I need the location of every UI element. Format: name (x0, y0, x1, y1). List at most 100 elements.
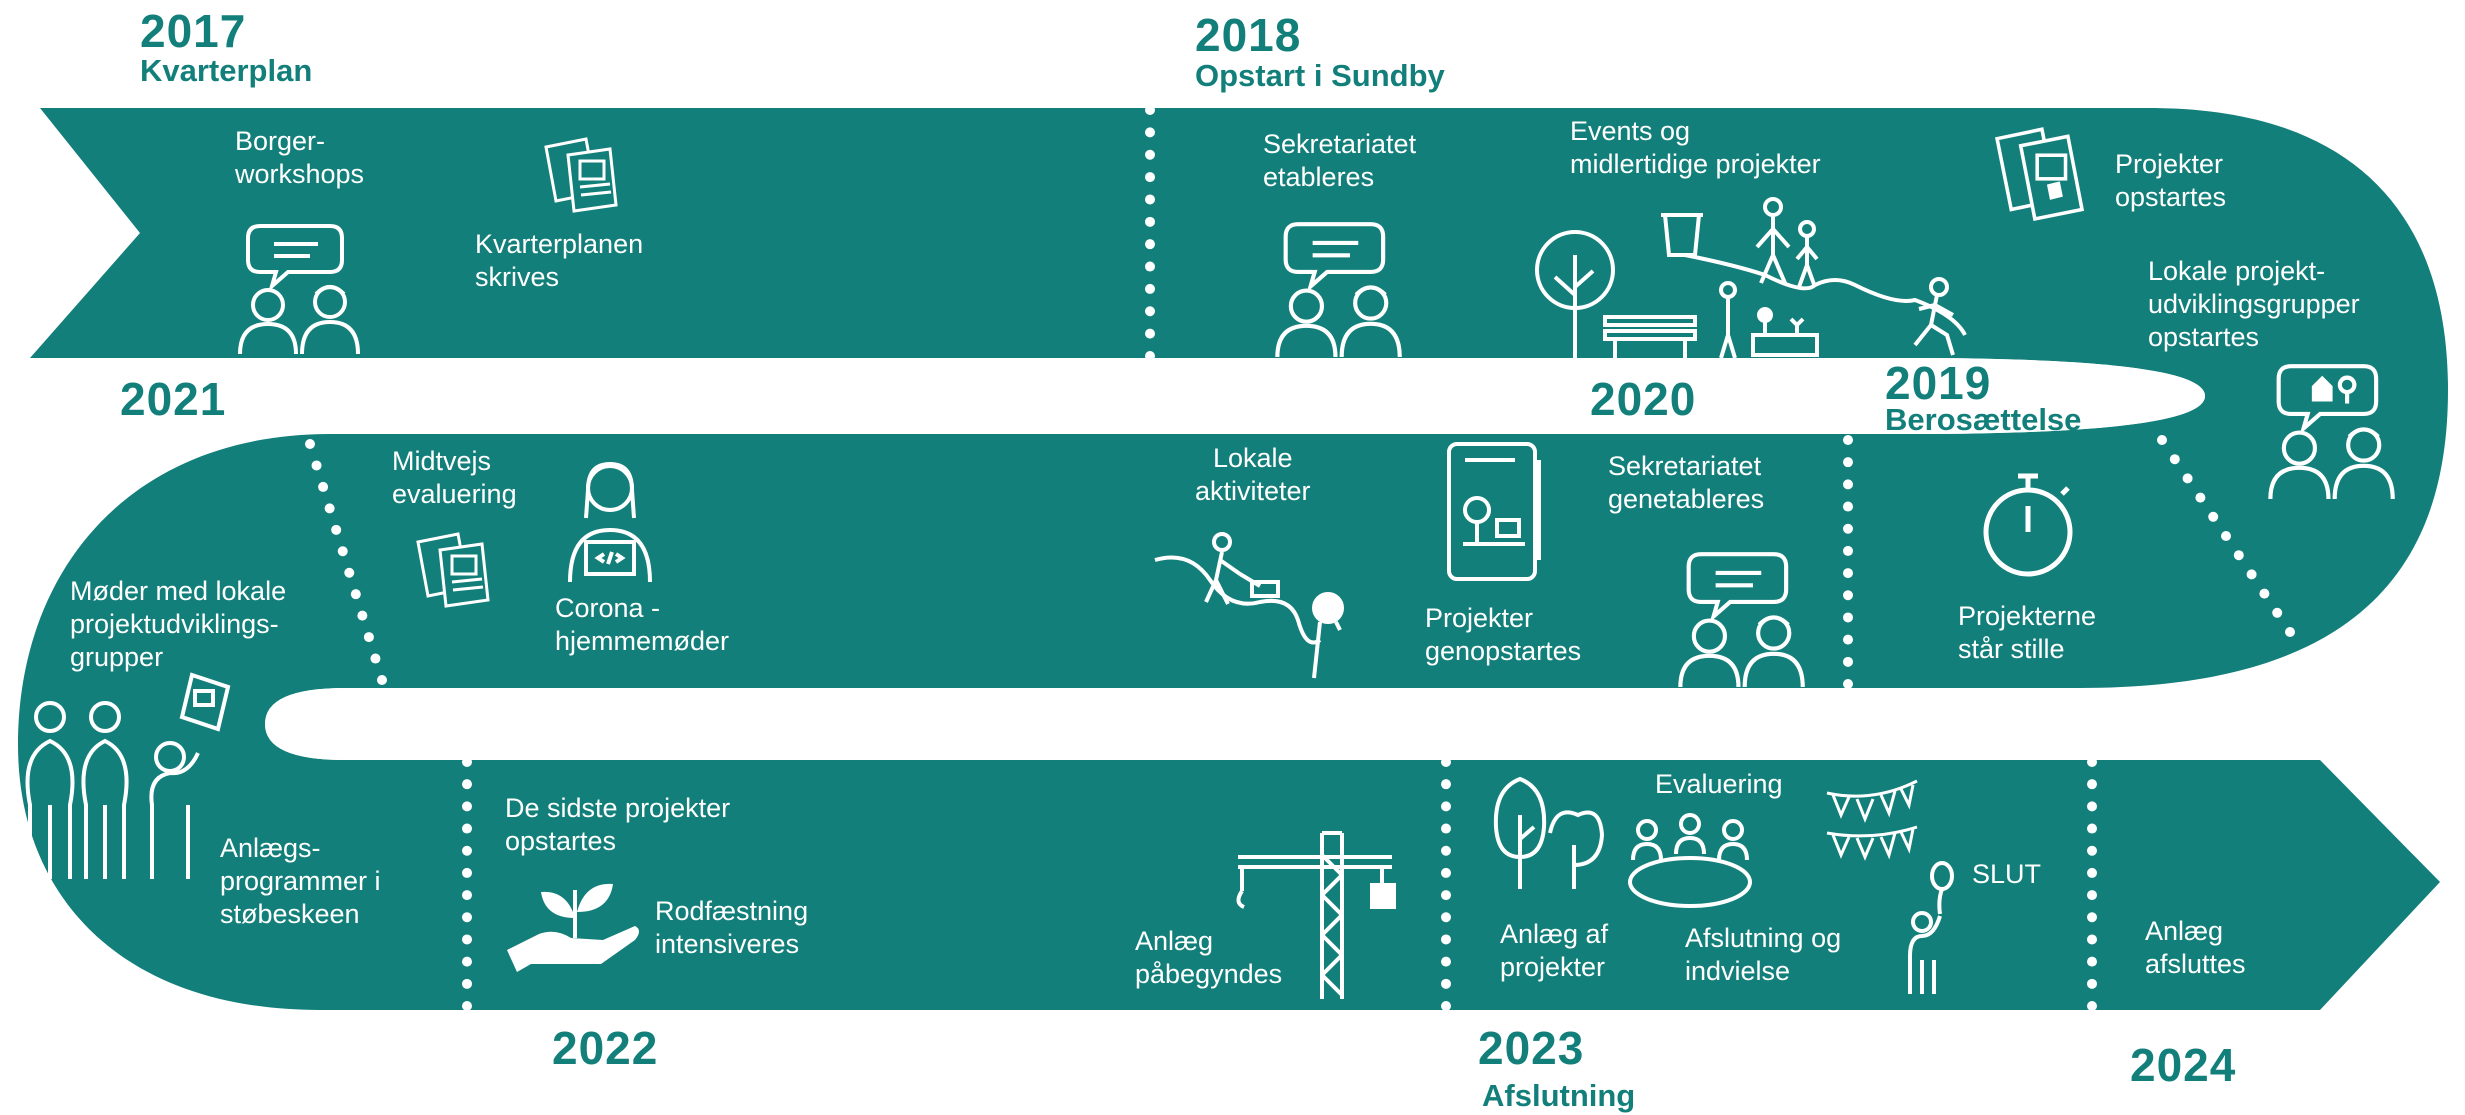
separator-dot (2087, 1001, 2097, 1011)
separator-dot (2087, 956, 2097, 967)
separator-dot (337, 546, 348, 557)
separator-dot (1145, 328, 1155, 339)
separator-dot (1441, 934, 1451, 945)
separator-dot (462, 867, 472, 878)
separator-dot (311, 460, 322, 471)
separator-dot (370, 653, 381, 664)
separator-dot (377, 675, 387, 685)
year-2017: 2017 (140, 5, 247, 57)
separator-dot (1441, 867, 1451, 878)
separator-dot (2195, 492, 2206, 503)
bench-icon (1603, 315, 1697, 358)
balloon-person-icon (1890, 860, 1960, 995)
speech-bubble-people-icon (230, 220, 365, 355)
separator-dot (2157, 435, 2167, 445)
separator-dot (1441, 823, 1451, 834)
event-anlaegsprogrammer: Anlægs- programmer i støbeskeen (220, 833, 381, 929)
poster-stand-icon (1445, 440, 1545, 585)
separator-dot (1145, 306, 1155, 317)
event-anlaeg-projekter: Anlæg af projekter (1500, 919, 1609, 982)
event-projekterne-star-stille: Projekterne står stille (1958, 601, 2097, 664)
separator-dot (2087, 757, 2097, 767)
separator-dot (462, 801, 472, 812)
separator-dot (2272, 607, 2283, 618)
event-anlaeg-afsluttes: Anlæg afsluttes (2145, 916, 2246, 979)
tree-icon (1535, 230, 1615, 358)
separator-dot (331, 524, 342, 535)
phase-afslutning: Afslutning (1482, 1078, 1636, 1113)
event-projekter-opstartes: Projekter opstartes (2115, 149, 2227, 212)
event-lokale-aktiviteter: Lokale aktiviteter (1195, 443, 1311, 506)
runner-icon (1913, 277, 1955, 356)
separator-dot (2087, 845, 2097, 856)
event-evaluering: Evaluering (1655, 769, 1783, 799)
separator-dot (1441, 890, 1451, 901)
year-2024: 2024 (2130, 1039, 2237, 1091)
separator-dot (1145, 194, 1155, 205)
event-kvarterplanen: Kvarterplanen skrives (475, 229, 644, 292)
separator-dot (1441, 845, 1451, 856)
phase-opstart: Opstart i Sundby (1195, 58, 1445, 93)
separator-dot (1145, 105, 1155, 115)
phase-berosaettelse: Berosættelse (1885, 402, 2082, 437)
separator-dot (1145, 172, 1155, 183)
separator-dot (2087, 867, 2097, 878)
event-midtvejs: Midtvejs evaluering (392, 446, 517, 509)
plant-in-hand-icon (505, 878, 645, 973)
separator-dot (2221, 531, 2231, 541)
separator-dot (318, 481, 329, 492)
year-2018: 2018 (1195, 9, 1302, 61)
separator-dot (1145, 127, 1155, 138)
event-corona: Corona - hjemmemøder (555, 593, 730, 656)
separator-dot (1843, 656, 1853, 667)
event-sekretariatet-etableres: Sekretariatet etableres (1263, 129, 1417, 192)
separator-dot (1843, 523, 1853, 534)
separator-dot (2087, 890, 2097, 901)
separator-dot (1843, 457, 1853, 468)
separator-dot (462, 1001, 472, 1011)
separator-dot (462, 757, 472, 767)
separator-dot (324, 503, 335, 514)
speech-bubble-people-icon (2255, 360, 2405, 500)
walking-family-icon (1755, 197, 1819, 288)
separator-dot (2087, 823, 2097, 834)
events-scene (1535, 195, 1985, 360)
separator-dot (1843, 590, 1853, 601)
trees-icon (1490, 775, 1605, 890)
event-sekretariatet-genetableres: Sekretariatet genetableres (1608, 451, 1765, 514)
separator-dot (1441, 956, 1451, 967)
separator-dot (1441, 757, 1451, 767)
speech-bubble-people-icon (1665, 548, 1815, 688)
documents-icon (538, 135, 638, 215)
separator-dot (1145, 351, 1155, 361)
separator-dot (1843, 634, 1853, 645)
construction-crane-icon (1232, 825, 1407, 1000)
separator-dot (344, 567, 355, 578)
event-moder-lokale: Møder med lokale projektudviklings- grup… (70, 576, 287, 672)
event-slut: SLUT (1972, 859, 2042, 889)
separator-dot (363, 632, 374, 643)
phase-kvarterplan: Kvarterplan (140, 53, 313, 88)
event-afslutning-indvielse: Afslutning og indvielse (1685, 923, 1842, 986)
year-2019: 2019 (1885, 357, 1992, 409)
separator-dot (462, 978, 472, 989)
year-2020: 2020 (1590, 373, 1697, 425)
separator-dot (462, 845, 472, 856)
separator-dot (1843, 435, 1853, 445)
event-lokale-grupper: Lokale projekt- udviklingsgrupper opstar… (2148, 256, 2360, 352)
separator-dot (1145, 239, 1155, 250)
separator-dot (2087, 978, 2097, 989)
separator-dot (1441, 1001, 1451, 1011)
separator-dot (1145, 149, 1155, 160)
separator-dot (2087, 801, 2097, 812)
separator-dot (2259, 588, 2270, 599)
separator-dot (305, 439, 315, 449)
separator-dot (462, 779, 472, 790)
separator-dot (2087, 912, 2097, 923)
separator-dot (2208, 511, 2219, 522)
separator-dot (2087, 934, 2097, 945)
year-2023: 2023 (1478, 1022, 1585, 1074)
event-events-midlertidige: Events og midlertidige projekter (1570, 116, 1821, 179)
